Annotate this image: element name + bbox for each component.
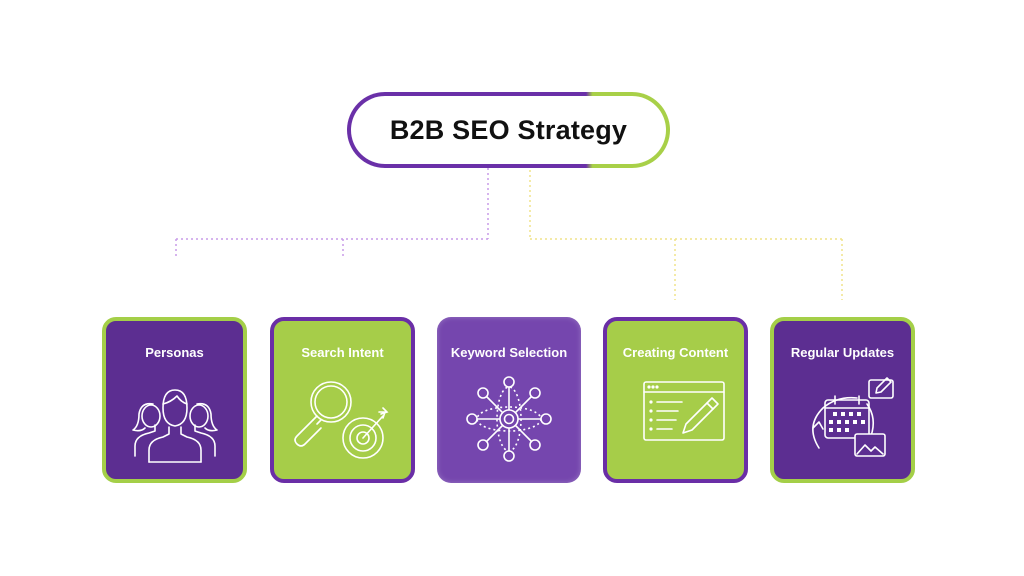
title-pill: B2B SEO Strategy [347,92,670,168]
card-keyword-selection: Keyword Selection [437,317,581,483]
card-label: Keyword Selection [450,345,568,360]
people-group-icon [115,374,235,464]
magnifier-target-icon [283,374,403,464]
card-label: Creating Content [622,345,729,360]
calendar-refresh-icon [783,374,903,464]
card-creating-content: Creating Content [603,317,748,483]
card-search-intent: Search Intent [270,317,415,483]
document-pencil-icon [616,374,736,464]
card-label: Search Intent [301,345,384,360]
network-nodes-icon [449,374,569,464]
card-personas: Personas [102,317,247,483]
card-label: Personas [145,345,204,360]
diagram-title: B2B SEO Strategy [389,114,628,145]
card-label: Regular Updates [790,345,895,360]
card-regular-updates: Regular Updates [770,317,915,483]
